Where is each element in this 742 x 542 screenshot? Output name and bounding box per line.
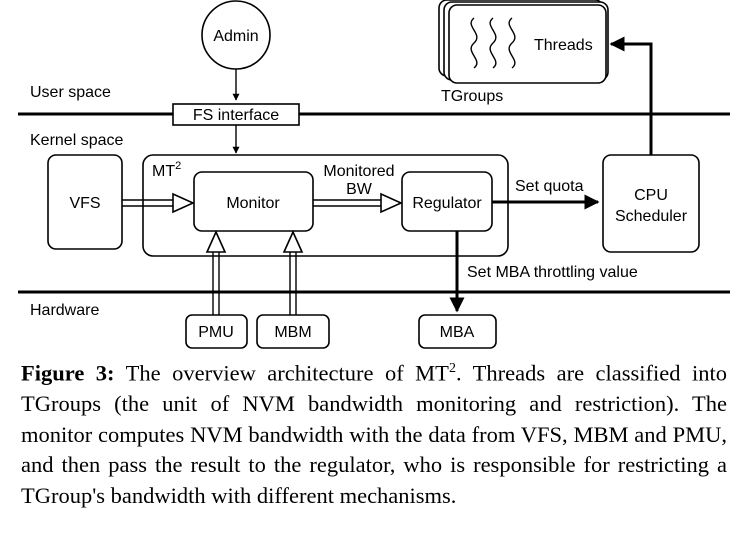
admin-label: Admin [213,28,258,45]
hardware-label: Hardware [30,302,99,319]
set-quota-label: Set quota [515,178,584,195]
regulator-label: Regulator [412,195,482,212]
monitor-label: Monitor [226,195,280,212]
mt2-label: MT2 [152,160,181,180]
thread-squiggles-icon [470,17,516,69]
caption-text-b: . Threads are classified into TGroups (t… [21,360,727,508]
monitored-bw-label-2: BW [346,181,373,198]
monitor-box [193,171,314,232]
vfs-label: VFS [69,195,100,212]
fs-interface-label: FS interface [193,107,279,124]
pmu-box [185,314,248,349]
caption-text-a: The overview architecture of MT [114,360,449,386]
monitored-bw-label: Monitored [323,163,394,180]
mba-label: MBA [440,324,475,341]
mbm-to-monitor-arrow [282,230,304,315]
cpu-label: CPU [634,187,668,204]
kernel-space-label: Kernel space [30,132,123,149]
vfs-to-monitor-arrow [122,192,195,214]
threads-label: Threads [534,37,593,54]
mbm-label: MBM [274,324,311,341]
vfs-box [47,154,123,250]
figure-caption: Figure 3: The overview architecture of M… [21,354,727,511]
user-space-label: User space [30,84,111,101]
mba-box [418,314,497,349]
architecture-diagram: User space Kernel space Hardware Admin F… [18,0,730,349]
monitor-to-regulator-arrow [313,192,403,214]
tgroups-label: TGroups [441,88,503,105]
scheduler-label: Scheduler [615,208,688,225]
caption-superscript: 2 [448,361,456,376]
mbm-box [256,314,330,349]
tgroup-box-front [448,4,607,84]
pmu-to-monitor-arrow [205,230,227,315]
pmu-label: PMU [198,324,234,341]
cpu-to-threads-arrow [609,36,653,155]
set-mba-label: Set MBA throttling value [467,264,638,281]
caption-title: Figure 3: [21,360,115,386]
